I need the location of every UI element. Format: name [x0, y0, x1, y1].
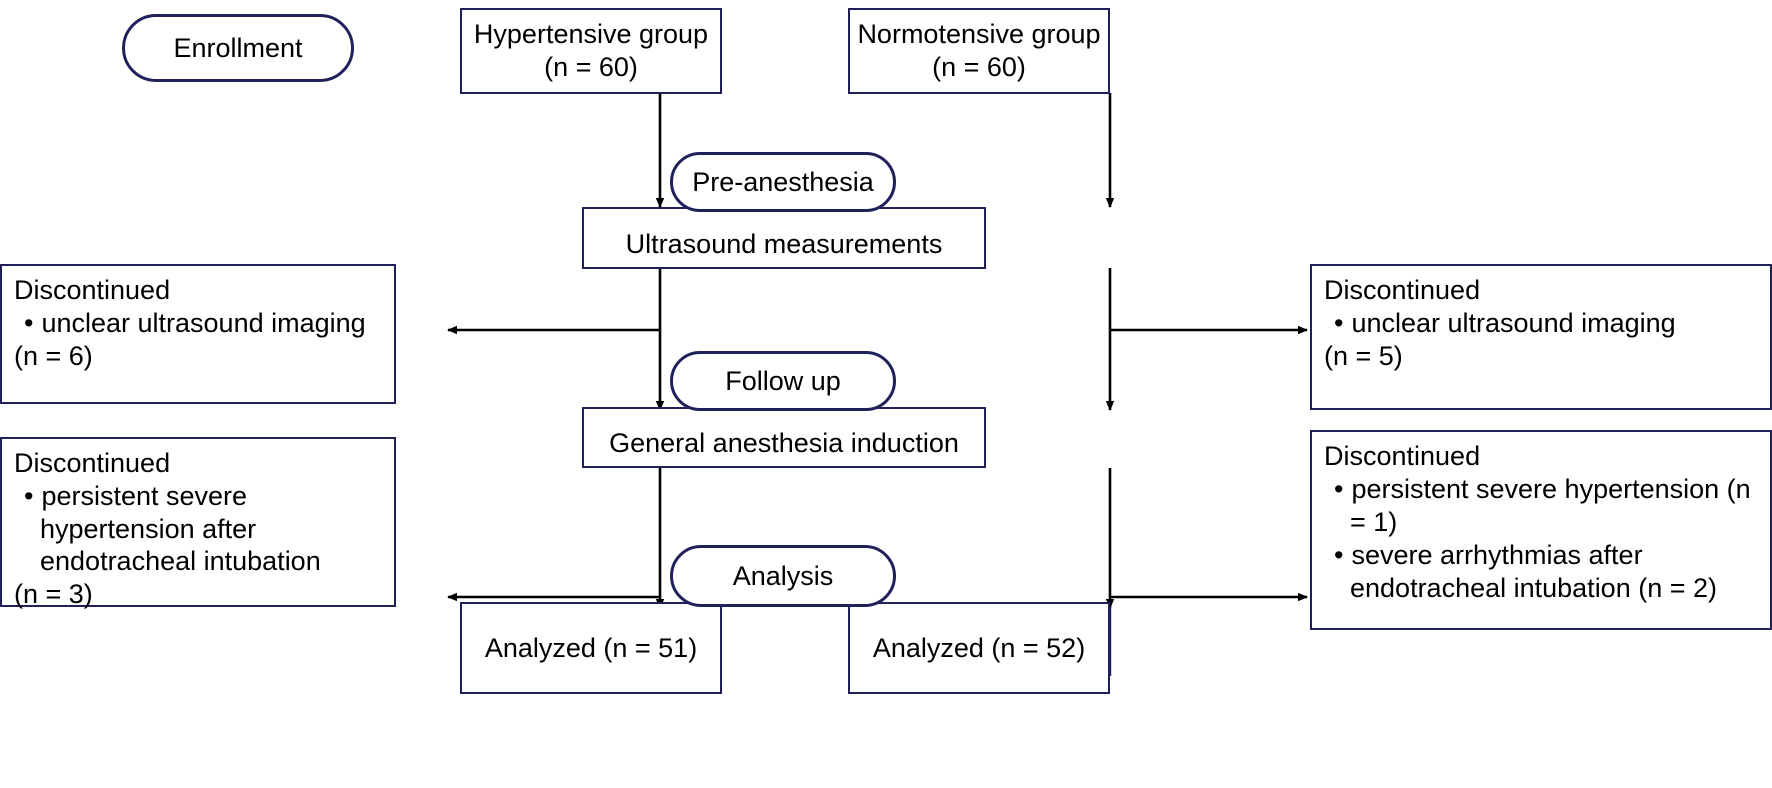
group-box-hypertensive: Hypertensive group (n = 60)	[460, 8, 722, 94]
stage-analysis: Analysis	[670, 545, 896, 607]
analyzed-box-hypertensive: Analyzed (n = 51)	[460, 602, 722, 694]
list-item: unclear ultrasound imaging	[14, 307, 384, 339]
analyzed-box-normotensive: Analyzed (n = 52)	[848, 602, 1110, 694]
discontinued-box-left-induction: Discontinued persistent severe hypertens…	[0, 437, 396, 609]
stage-enrollment: Enrollment	[122, 14, 354, 82]
stage-analysis-label: Analysis	[732, 560, 834, 591]
discontinued-reason-list: persistent severe hypertension (n = 1) s…	[1324, 473, 1760, 604]
group-box-normotensive: Normotensive group (n = 60)	[848, 8, 1110, 94]
list-item: persistent severe hypertension (n = 1)	[1324, 473, 1760, 538]
discontinued-reason-list: unclear ultrasound imaging	[14, 307, 384, 339]
banner-ultrasound-label: Ultrasound measurements	[625, 229, 943, 260]
list-item: unclear ultrasound imaging	[1324, 307, 1760, 339]
discontinued-box-right-induction: Discontinued persistent severe hypertens…	[1310, 430, 1772, 630]
discontinued-count: (n = 5)	[1324, 340, 1403, 371]
list-item: persistent severe hypertension after end…	[14, 480, 384, 577]
stage-enrollment-label: Enrollment	[173, 32, 303, 63]
discontinued-count: (n = 3)	[14, 578, 93, 609]
stage-follow-up-label: Follow up	[725, 365, 841, 396]
discontinued-box-left-ultrasound: Discontinued unclear ultrasound imaging …	[0, 264, 396, 404]
analyzed-normotensive-label: Analyzed (n = 52)	[872, 632, 1086, 663]
discontinued-title: Discontinued	[1324, 441, 1481, 471]
stage-pre-anesthesia-label: Pre-anesthesia	[692, 166, 874, 197]
stage-follow-up: Follow up	[670, 351, 896, 411]
discontinued-title: Discontinued	[14, 275, 171, 305]
banner-induction-label: General anesthesia induction	[609, 428, 959, 459]
list-item: severe arrhythmias after endotracheal in…	[1324, 539, 1760, 604]
discontinued-title: Discontinued	[1324, 275, 1481, 305]
analyzed-hypertensive-label: Analyzed (n = 51)	[484, 632, 698, 663]
banner-ultrasound-measurements: Ultrasound measurements	[582, 207, 986, 269]
discontinued-reason-list: persistent severe hypertension after end…	[14, 480, 384, 577]
discontinued-box-right-ultrasound: Discontinued unclear ultrasound imaging …	[1310, 264, 1772, 410]
discontinued-count: (n = 6)	[14, 340, 93, 371]
stage-pre-anesthesia: Pre-anesthesia	[670, 152, 896, 212]
discontinued-title: Discontinued	[14, 448, 171, 478]
discontinued-reason-list: unclear ultrasound imaging	[1324, 307, 1760, 339]
group-normotensive-label: Normotensive group (n = 60)	[857, 19, 1101, 82]
banner-general-anesthesia-induction: General anesthesia induction	[582, 407, 986, 468]
group-hypertensive-label: Hypertensive group (n = 60)	[473, 19, 709, 82]
